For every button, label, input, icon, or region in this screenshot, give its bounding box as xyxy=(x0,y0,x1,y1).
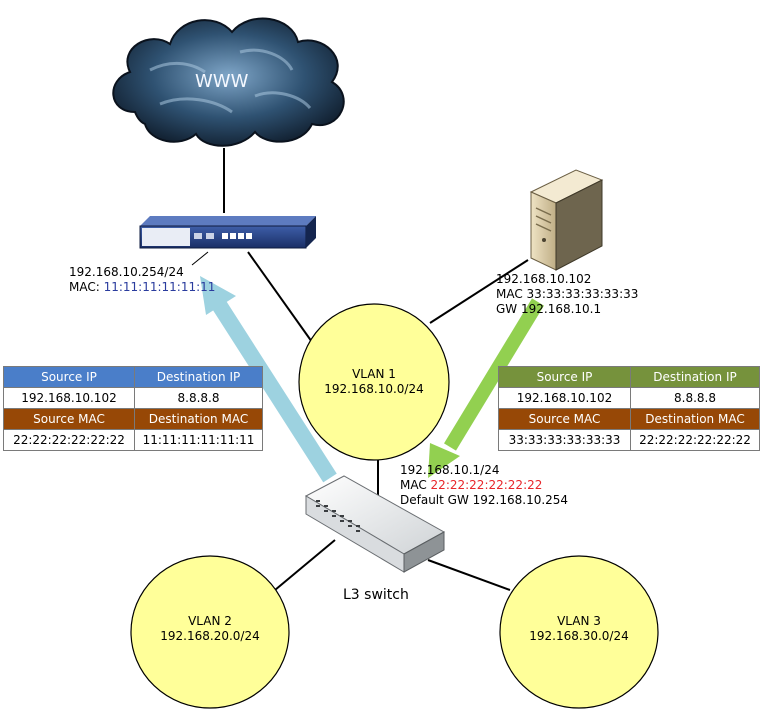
switch-mac: MAC 22:22:22:22:22:22 xyxy=(400,478,542,492)
vlan3-name: VLAN 3 xyxy=(557,614,601,628)
table-row: Source MAC Destination MAC xyxy=(498,408,760,430)
server-icon xyxy=(529,169,604,271)
header-destination-mac: Destination MAC xyxy=(134,408,263,430)
link-firewall-vlan1 xyxy=(247,251,313,343)
server-ip: 192.168.10.102 xyxy=(496,272,592,286)
firewall-mac-label: MAC: xyxy=(69,280,104,294)
internet-label: WWW xyxy=(195,71,249,92)
firewall-ip: 192.168.10.254/24 xyxy=(69,265,184,279)
destination-ip-value: 8.8.8.8 xyxy=(630,387,760,409)
switch-mac-label: MAC xyxy=(400,478,431,492)
destination-mac-value: 22:22:22:22:22:22 xyxy=(630,429,760,451)
table-row: 192.168.10.102 8.8.8.8 xyxy=(498,387,760,409)
vlan3-subnet: 192.168.30.0/24 xyxy=(529,629,629,643)
table-row: Source IP Destination IP xyxy=(498,366,760,388)
l3-switch-icon xyxy=(304,475,446,573)
connection-lines xyxy=(223,148,529,591)
vlan1-subnet: 192.168.10.0/24 xyxy=(324,382,424,396)
switch-default-gw: Default GW 192.168.10.254 xyxy=(400,493,569,507)
source-mac-value: 22:22:22:22:22:22 xyxy=(3,429,135,451)
header-destination-mac: Destination MAC xyxy=(630,408,760,430)
table-row: Source IP Destination IP xyxy=(3,366,263,388)
firewall-mac-value: 11:11:11:11:11:11 xyxy=(103,280,216,294)
vlan1-name: VLAN 1 xyxy=(352,367,396,381)
vlan3-label: VLAN 3 192.168.30.0/24 xyxy=(519,614,639,644)
source-ip-value: 192.168.10.102 xyxy=(498,387,631,409)
link-server-vlan1 xyxy=(429,259,529,324)
packet-flow-green-arrow xyxy=(428,298,544,478)
vlan1-label: VLAN 1 192.168.10.0/24 xyxy=(314,367,434,397)
firewall-mac: MAC: 11:11:11:11:11:11 xyxy=(69,280,215,294)
header-destination-ip: Destination IP xyxy=(134,366,263,388)
source-mac-value: 33:33:33:33:33:33 xyxy=(498,429,631,451)
packet-flow-blue-arrow xyxy=(200,276,337,483)
firewall-label-pointer xyxy=(191,251,209,266)
link-switch-vlan2 xyxy=(274,539,336,591)
link-switch-vlan3 xyxy=(427,559,511,591)
vlan2-label: VLAN 2 192.168.20.0/24 xyxy=(150,614,270,644)
header-source-ip: Source IP xyxy=(498,366,631,388)
table-row: 22:22:22:22:22:22 11:11:11:11:11:11 xyxy=(3,429,263,451)
internet-cloud-icon xyxy=(112,17,345,147)
vlan2-name: VLAN 2 xyxy=(188,614,232,628)
switch-ip: 192.168.10.1/24 xyxy=(400,463,500,477)
table-row: 33:33:33:33:33:33 22:22:22:22:22:22 xyxy=(498,429,760,451)
packet-table-right: Source IP Destination IP 192.168.10.102 … xyxy=(498,366,760,451)
packet-table-left: Source IP Destination IP 192.168.10.102 … xyxy=(3,366,263,451)
header-source-mac: Source MAC xyxy=(3,408,135,430)
source-ip-value: 192.168.10.102 xyxy=(3,387,135,409)
table-row: Source MAC Destination MAC xyxy=(3,408,263,430)
table-row: 192.168.10.102 8.8.8.8 xyxy=(3,387,263,409)
firewall-icon xyxy=(139,216,316,249)
switch-mac-value: 22:22:22:22:22:22 xyxy=(430,478,543,492)
switch-label: L3 switch xyxy=(343,587,409,603)
destination-ip-value: 8.8.8.8 xyxy=(134,387,263,409)
destination-mac-value: 11:11:11:11:11:11 xyxy=(134,429,263,451)
server-mac: MAC 33:33:33:33:33:33 xyxy=(496,287,639,301)
vlan2-subnet: 192.168.20.0/24 xyxy=(160,629,260,643)
vlan2-circle xyxy=(130,555,290,709)
vlan3-circle xyxy=(499,555,659,709)
header-destination-ip: Destination IP xyxy=(630,366,760,388)
header-source-ip: Source IP xyxy=(3,366,135,388)
server-gateway: GW 192.168.10.1 xyxy=(496,302,602,316)
vlan1-circle xyxy=(298,303,450,461)
header-source-mac: Source MAC xyxy=(498,408,631,430)
